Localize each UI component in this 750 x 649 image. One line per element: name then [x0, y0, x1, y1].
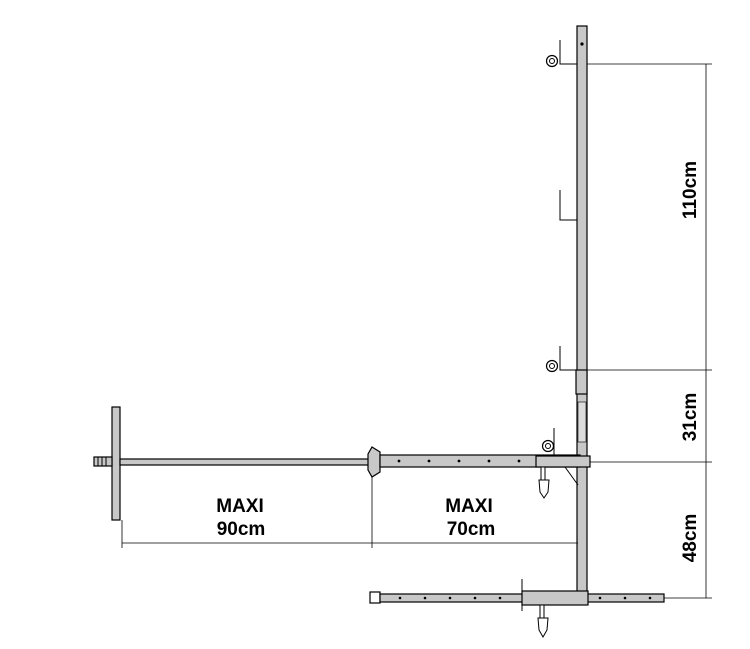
- top-hook: [545, 40, 577, 68]
- dim-31-label: 31cm: [680, 393, 701, 442]
- maxi-right-title: MAXI: [445, 496, 493, 517]
- horizontal-dimensions: [121, 477, 578, 548]
- dim-48-label: 48cm: [680, 514, 701, 563]
- lower-arm: [369, 579, 665, 639]
- vertical-post: [575, 25, 588, 597]
- lower-hook: [545, 346, 577, 373]
- maxi-left-value: 90cm: [217, 519, 266, 540]
- maxi-right-value: 70cm: [447, 519, 496, 540]
- upper-arm: [93, 406, 591, 521]
- vertical-dimensions: [587, 63, 712, 599]
- middle-hook: [559, 190, 577, 221]
- dim-110-label: 110cm: [680, 161, 701, 219]
- maxi-left-title: MAXI: [216, 496, 264, 517]
